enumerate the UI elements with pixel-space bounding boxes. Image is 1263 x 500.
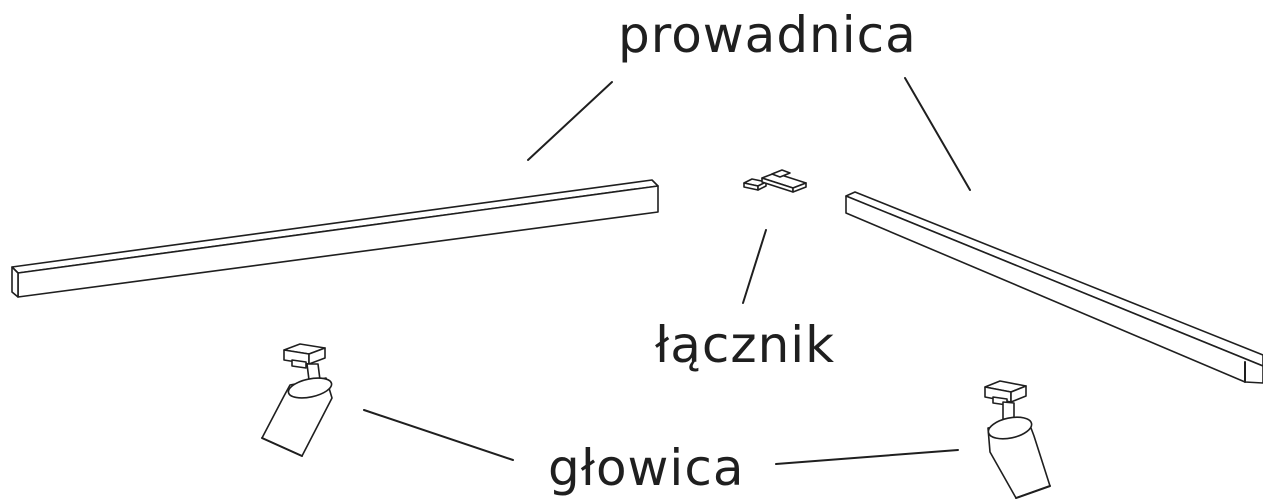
leader-connector bbox=[742, 229, 767, 304]
connector-label: łącznik bbox=[655, 316, 836, 374]
track-label: prowadnica bbox=[618, 6, 917, 64]
leader-track-right bbox=[904, 77, 971, 191]
leader-track-left bbox=[527, 81, 613, 161]
right-spotlight-head bbox=[984, 380, 1051, 499]
leader-head-right bbox=[775, 449, 959, 465]
connector-piece bbox=[743, 169, 807, 193]
right-track-rail bbox=[845, 191, 1263, 384]
left-spotlight-head bbox=[261, 343, 333, 457]
left-track-rail bbox=[11, 179, 659, 298]
leader-head-left bbox=[363, 409, 514, 461]
head-label: głowica bbox=[548, 439, 745, 497]
